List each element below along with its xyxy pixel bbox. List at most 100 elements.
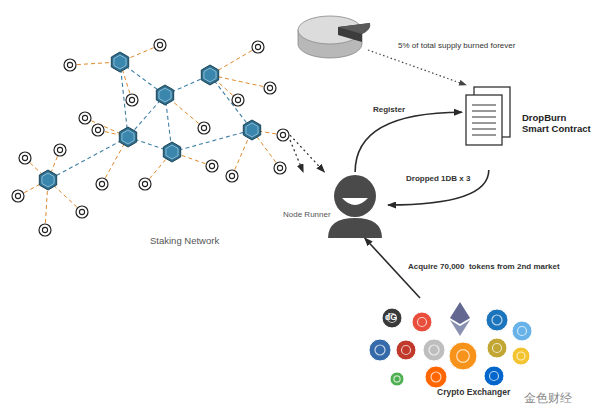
peer-node-core: [229, 173, 234, 178]
coin-logo: [423, 339, 445, 361]
dotted-arrow: [290, 140, 303, 172]
peer-node: [206, 160, 218, 172]
validator-hexagon-inner: [159, 88, 171, 102]
peer-node-core: [277, 165, 282, 170]
peer-node: [277, 129, 289, 141]
coin-logo-mark: [493, 344, 502, 353]
coin-logo-mark: [518, 327, 527, 336]
ethereum-logo: [450, 320, 470, 336]
peer-node-core: [95, 127, 100, 132]
validator-hexagon: [201, 65, 218, 85]
peer-node-core: [142, 181, 147, 186]
coin-logo: [412, 312, 432, 332]
node-label: DropBurn Smart Contract: [522, 113, 594, 135]
peer-node-core: [157, 42, 162, 47]
peer-node: [198, 122, 210, 134]
peer-node: [76, 206, 88, 218]
peer-node-core: [129, 97, 134, 102]
coin-logo-mark: [375, 345, 385, 355]
person-icon: [282, 172, 388, 238]
peer-node-core: [82, 115, 87, 120]
exchange-logos: [369, 302, 532, 388]
coin-logo: [512, 321, 532, 341]
peer-node: [64, 59, 76, 71]
edge-label: Acquire 70,000 tokens from 2nd market: [407, 263, 561, 272]
flow-arrow: [355, 112, 462, 172]
peer-node: [252, 41, 264, 53]
node-label: Crypto Exchanger: [437, 388, 527, 398]
node-label: Staking Network: [150, 236, 270, 247]
peer-node: [264, 82, 276, 94]
validator-hexagon-inner: [246, 123, 258, 137]
network-link: [210, 75, 252, 130]
validator-hexagon: [111, 52, 128, 72]
peer-node-core: [42, 227, 47, 232]
validator-hexagon: [163, 142, 180, 162]
validator-hexagon-inner: [42, 173, 54, 187]
peer-node-core: [201, 125, 206, 130]
coin-logo-mark: [418, 318, 427, 327]
pie-chart: [298, 16, 370, 58]
coin-logo: [369, 339, 391, 361]
burn-leader-arrow: [368, 50, 466, 85]
validator-hexagon-inner: [204, 68, 216, 82]
peer-node-core: [267, 85, 272, 90]
person-node: Node Runner: [282, 172, 388, 238]
peer-node-core: [79, 209, 84, 214]
peer-node: [232, 94, 244, 106]
peer-node-core: [255, 44, 260, 49]
peer-node: [154, 39, 166, 51]
coin-logo: [396, 340, 416, 360]
peer-node-core: [67, 62, 72, 67]
peer-node-core: [209, 163, 214, 168]
peer-node: [96, 178, 108, 190]
peer-node-core: [99, 181, 104, 186]
peer-node: [19, 152, 31, 164]
coin-logo-mark: [517, 352, 525, 360]
coin-logo: [449, 342, 477, 370]
validator-hexagon: [243, 120, 260, 140]
contract-node: DropBurn Smart Contract: [462, 85, 596, 170]
network-region: Staking Network: [5, 22, 290, 250]
peer-node: [54, 144, 66, 156]
coin-logo-mark: [431, 372, 441, 382]
validator-hexagon: [156, 85, 173, 105]
validator-hexagon-inner: [122, 130, 134, 144]
peer-node-core: [235, 97, 240, 102]
coin-logo: [486, 309, 508, 331]
coin-logo: [512, 347, 530, 365]
staking-network-graph: [12, 39, 289, 236]
node-label: Node Runner: [283, 210, 333, 219]
validator-hexagon-inner: [166, 145, 178, 159]
coin-logo-mark: [402, 346, 411, 355]
peer-node-core: [15, 193, 20, 198]
logo-text: dG: [385, 313, 397, 322]
validator-hexagon: [39, 170, 56, 190]
ethereum-logo: [450, 302, 470, 324]
coin-logo-mark: [492, 315, 502, 325]
peer-node-core: [22, 155, 27, 160]
peer-node: [39, 224, 51, 236]
peer-node: [12, 190, 24, 202]
network-link: [172, 130, 252, 152]
validator-hexagon: [119, 127, 136, 147]
flow-arrow: [388, 170, 489, 205]
coin-logo-mark: [490, 372, 499, 381]
coin-logo: [484, 366, 504, 386]
peer-node: [226, 170, 238, 182]
coin-logo-mark: [394, 376, 400, 382]
peer-node: [92, 124, 104, 136]
peer-node: [274, 162, 286, 174]
coin-logo: [382, 308, 402, 328]
coin-logo-mark: [457, 350, 470, 363]
edge-label: Register: [372, 106, 406, 115]
coin-logo: [487, 338, 507, 358]
watermark: 金色财经: [524, 392, 572, 405]
note-text: 5% of total supply burned forever: [398, 42, 515, 51]
peer-node: [139, 178, 151, 190]
edge-label: Dropped 1DB x 3: [405, 175, 471, 184]
peer-node-core: [57, 147, 62, 152]
